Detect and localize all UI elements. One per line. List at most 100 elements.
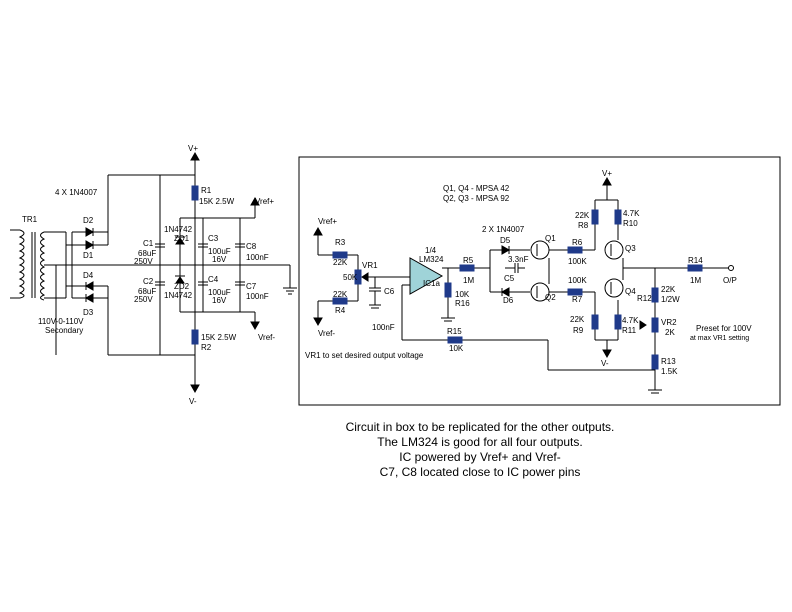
r15-name: R15: [447, 327, 462, 336]
r3-value: 22K: [333, 258, 348, 267]
q3-name: Q3: [625, 244, 636, 253]
amp-diode-note: 2 X 1N4007: [482, 225, 525, 234]
d5-name: D5: [500, 236, 511, 245]
d6-name: D6: [503, 296, 514, 305]
r9-value: 22K: [570, 315, 585, 324]
r12-name: R12: [637, 294, 652, 303]
r12-rating: 1/2W: [661, 295, 680, 304]
r2-name: R2: [201, 343, 212, 352]
amplifier-section: Q1, Q4 - MPSA 42 Q2, Q3 - MPSA 92 2 X 1N…: [305, 169, 752, 394]
r7-value: 100K: [568, 276, 587, 285]
secondary-voltage-label: 110V-0-110V: [38, 317, 84, 326]
diode-d1-label: D1: [83, 251, 94, 260]
replicated-circuit-box: [298, 156, 781, 406]
c2-name: C2: [143, 277, 154, 286]
vref-positive-label: Vref+: [255, 197, 274, 206]
c4-volts: 16V: [212, 296, 227, 305]
c7-value: 100nF: [246, 292, 269, 301]
vref-negative-label: Vref-: [258, 333, 275, 342]
zd2-part: 1N4742: [164, 291, 193, 300]
diode-d4-label: D4: [83, 271, 94, 280]
diode-d2-label: D2: [83, 216, 94, 225]
transistor-note-2: Q2, Q3 - MPSA 92: [443, 194, 510, 203]
c6-value: 100nF: [372, 323, 395, 332]
amp-rail-positive: V+: [602, 169, 612, 178]
r16-name: R16: [455, 299, 470, 308]
c1-value: 68uF: [138, 249, 156, 258]
q4-name: Q4: [625, 287, 636, 296]
diode-d3-label: D3: [83, 308, 94, 317]
preset-note-1: Preset for 100V: [696, 324, 752, 333]
r10-value: 4.7K: [623, 209, 640, 218]
c5-value: 3.3nF: [508, 255, 529, 264]
zd2-name: ZD2: [174, 282, 190, 291]
bridge-diode-note: 4 X 1N4007: [55, 188, 98, 197]
ic-name: IC1a: [423, 279, 440, 288]
rail-negative-label: V-: [189, 397, 197, 406]
transistor-note-1: Q1, Q4 - MPSA 42: [443, 184, 510, 193]
c2-volts: 250V: [134, 295, 153, 304]
r13-name: R13: [661, 357, 676, 366]
r10-name: R10: [623, 219, 638, 228]
preset-note-2: at max VR1 setting: [690, 335, 749, 342]
c3-name: C3: [208, 234, 219, 243]
r16-value: 10K: [455, 290, 470, 299]
output-label: O/P: [723, 276, 737, 285]
r5-name: R5: [463, 256, 474, 265]
r9-name: R9: [573, 326, 584, 335]
r7-name: R7: [572, 295, 583, 304]
r8-name: R8: [578, 221, 589, 230]
vr2-value: 2K: [665, 328, 675, 337]
c3-value: 100uF: [208, 247, 231, 256]
notes-block: Circuit in box to be replicated for the …: [330, 420, 630, 480]
amp-vref-positive: Vref+: [318, 217, 337, 226]
c7-name: C7: [246, 282, 257, 291]
rail-positive-label: V+: [188, 144, 198, 153]
r5-value: 1M: [463, 276, 474, 285]
r12-value: 22K: [661, 285, 676, 294]
r3-name: R3: [335, 238, 346, 247]
c6-name: C6: [384, 287, 395, 296]
vr2-name: VR2: [661, 318, 677, 327]
r1-value: 15K 2.5W: [199, 197, 235, 206]
q2-name: Q2: [545, 293, 556, 302]
q1-name: Q1: [545, 234, 556, 243]
transformer-label: TR1: [22, 215, 38, 224]
vr1-note: VR1 to set desired output voltage: [305, 351, 424, 360]
r8-value: 22K: [575, 211, 590, 220]
note-line: The LM324 is good for all four outputs.: [377, 435, 583, 449]
vr1-name: VR1: [362, 261, 378, 270]
c4-name: C4: [208, 275, 219, 284]
note-line: Circuit in box to be replicated for the …: [345, 420, 615, 434]
r14-value: 1M: [690, 276, 701, 285]
zd1-name: ZD1: [174, 234, 190, 243]
vr1-value: 50K: [343, 273, 358, 282]
c3-volts: 16V: [212, 255, 227, 264]
c4-value: 100uF: [208, 288, 231, 297]
c1-volts: 250V: [134, 257, 153, 266]
note-line: C7, C8 located close to IC power pins: [379, 465, 581, 479]
r4-name: R4: [335, 306, 346, 315]
amp-vref-negative: Vref-: [318, 329, 335, 338]
c2-value: 68uF: [138, 287, 156, 296]
power-supply-section: 4 X 1N4007 TR1 110V-0-110V Secondary V+ …: [10, 144, 297, 406]
r14-name: R14: [688, 256, 703, 265]
r6-name: R6: [572, 238, 583, 247]
amp-rail-negative: V-: [601, 359, 609, 368]
c5-name: C5: [504, 274, 515, 283]
secondary-label: Secondary: [45, 326, 83, 335]
ic-part: LM324: [419, 255, 444, 264]
r11-value: 4.7K: [622, 316, 639, 325]
c8-name: C8: [246, 242, 257, 251]
r11-name: R11: [622, 326, 637, 335]
r2-value: 15K 2.5W: [201, 333, 237, 342]
r15-value: 10K: [449, 344, 464, 353]
c8-value: 100nF: [246, 253, 269, 262]
r1-name: R1: [201, 186, 212, 195]
ic-fraction: 1/4: [425, 246, 437, 255]
r13-value: 1.5K: [661, 367, 678, 376]
r4-value: 22K: [333, 290, 348, 299]
c1-name: C1: [143, 239, 154, 248]
r6-value: 100K: [568, 257, 587, 266]
